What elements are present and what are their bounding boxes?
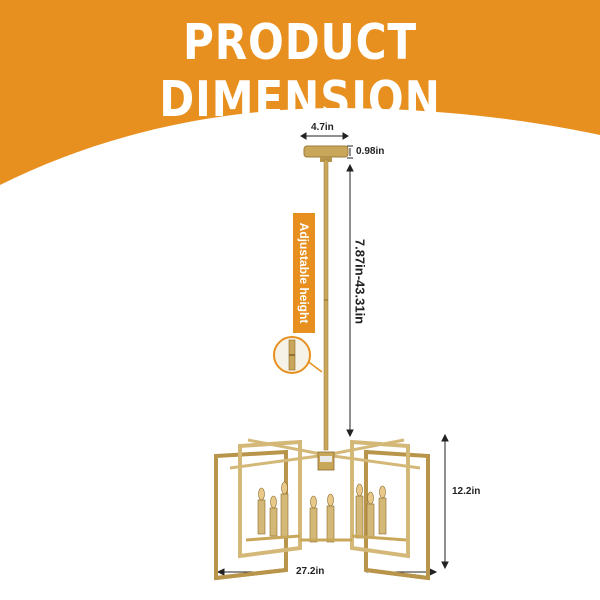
- center-hub: [317, 451, 335, 471]
- suspension-rod: [323, 159, 329, 451]
- page-title: PRODUCT DIMENSION: [159, 14, 441, 128]
- canopy-height-label: 0.98in: [356, 146, 385, 157]
- body-width-label: 27.2in: [296, 566, 325, 577]
- adjustable-height-label: Adjustable height: [297, 222, 311, 324]
- candle-sockets: [257, 481, 387, 543]
- adjustable-height-tag: [293, 213, 315, 333]
- rod-length-label: 7.87in-43.31in: [352, 238, 368, 325]
- rod-detail-magnifier: [273, 336, 323, 374]
- ceiling-canopy: [303, 145, 349, 162]
- chandelier-frame: [214, 438, 430, 581]
- canopy-width-label: 4.7in: [311, 122, 334, 133]
- body-height-label: 12.2in: [452, 486, 481, 497]
